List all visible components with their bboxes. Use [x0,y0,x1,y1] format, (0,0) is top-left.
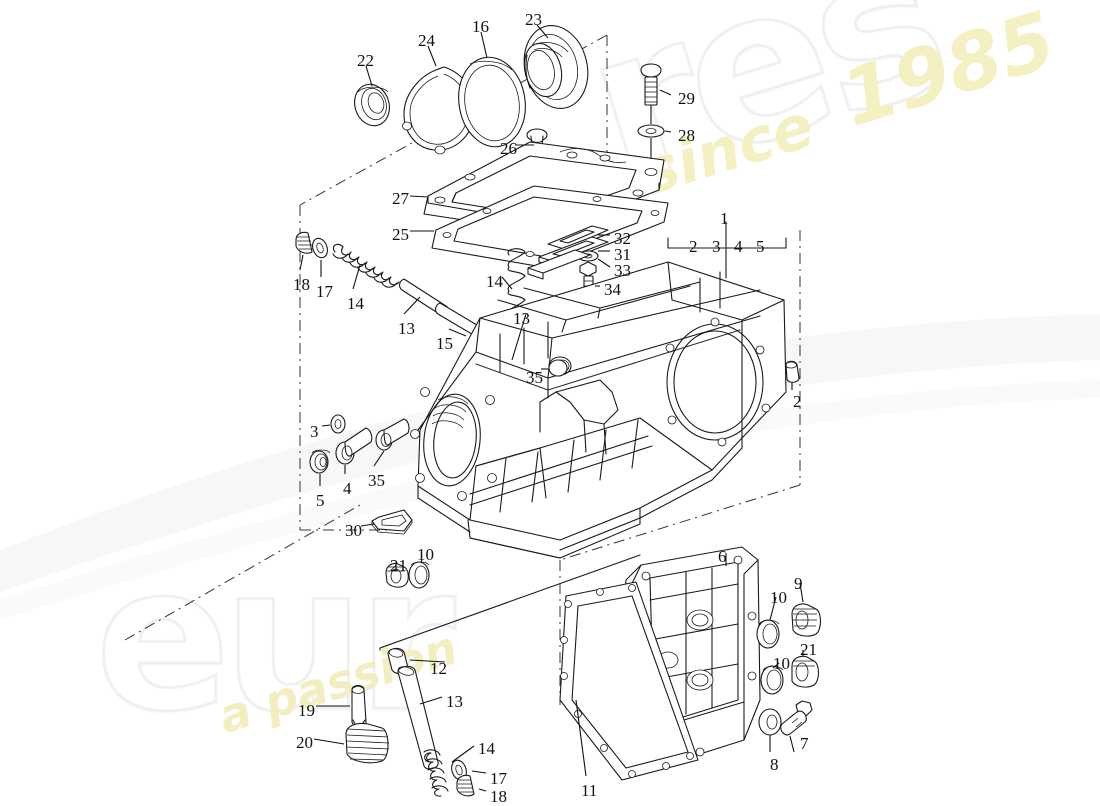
callout-20[interactable]: 20 [296,733,313,752]
callout-9[interactable]: 9 [794,574,803,593]
leader-lines [300,25,803,791]
callout-29[interactable]: 29 [678,89,695,108]
callout-5[interactable]: 5 [316,491,325,510]
part-18b-plug [457,775,474,795]
callout-14[interactable]: 14 [347,294,364,313]
part-16-o-ring [452,52,531,151]
part-4-bushing [336,428,372,464]
part-29-bolt [641,64,661,105]
group-header-bracket [668,222,786,278]
callout-13[interactable]: 13 [398,319,415,338]
part-7-bolt [781,701,812,735]
part-14a-spring [333,244,399,287]
part-21a-plug [386,563,408,587]
part-32-plate [548,226,608,249]
part-23-bearing [516,19,596,116]
part-14c-spring [424,750,448,796]
part-10b-ring [757,620,779,648]
callout-8[interactable]: 8 [770,755,779,774]
callout-22[interactable]: 22 [357,51,374,70]
group-number-1: 1 [720,209,729,228]
part-9-plug [792,604,821,636]
callout-11[interactable]: 11 [581,781,598,800]
callout-6[interactable]: 6 [718,547,727,566]
callout-10[interactable]: 10 [773,654,790,673]
part-5-ring [310,450,330,473]
callout-21[interactable]: 21 [390,556,407,575]
group-number-4: 4 [734,237,743,256]
part-18-plug [296,232,313,253]
part-17-washer [310,236,330,260]
part-2-dowel [786,361,800,382]
part-13c-rail [397,665,438,769]
part-8-washer [759,709,781,735]
callout-21[interactable]: 21 [800,640,817,659]
callout-23[interactable]: 23 [525,10,542,29]
callout-7[interactable]: 7 [800,734,809,753]
lead-7 [790,736,794,752]
part-21b-plug [792,656,819,687]
part-10c-ring [761,666,783,694]
callout-18[interactable]: 18 [293,275,310,294]
part-31-plate [539,237,608,267]
callout-33[interactable]: 33 [614,261,631,280]
callout-32[interactable]: 32 [614,229,631,248]
callout-14[interactable]: 14 [478,739,495,758]
lead-11 [576,700,586,776]
callout-19[interactable]: 19 [298,701,315,720]
part-1-transmission-housing [411,262,787,558]
callout-28[interactable]: 28 [678,126,695,145]
callout-31[interactable]: 31 [614,245,631,264]
callout-10[interactable]: 10 [417,545,434,564]
callout-13[interactable]: 13 [513,309,530,328]
callout-17[interactable]: 17 [490,769,507,788]
callout-14[interactable]: 14 [486,272,503,291]
callout-3[interactable]: 3 [310,422,319,441]
callout-25[interactable]: 25 [392,225,409,244]
callout-35[interactable]: 35 [526,368,543,387]
part-3-ring [331,415,345,433]
group-number-3: 3 [712,237,721,256]
group-boundary-spring-13 [380,555,640,650]
callout-30[interactable]: 30 [345,521,362,540]
group-boundary-lower-left [125,505,360,640]
part-31-side [528,250,590,279]
part-25-gasket [432,186,668,268]
part-10a-ring [409,562,429,588]
callout-13[interactable]: 13 [446,692,463,711]
callout-17[interactable]: 17 [316,282,333,301]
part-28-washer [638,125,664,137]
callout-18[interactable]: 18 [490,787,507,806]
callout-26[interactable]: 26 [500,139,517,158]
callout-35[interactable]: 35 [368,471,385,490]
part-22-seal [349,80,394,130]
part-11-gasket [560,582,698,780]
part-20-spring-screw [346,723,389,762]
callout-10[interactable]: 10 [770,588,787,607]
callout-2[interactable]: 2 [793,392,802,411]
callout-12[interactable]: 12 [430,659,447,678]
callout-16[interactable]: 16 [472,17,489,36]
part-35-bushing [376,419,409,450]
group-number-5: 5 [756,237,765,256]
callout-15[interactable]: 15 [436,334,453,353]
group-number-2: 2 [689,237,698,256]
callout-27[interactable]: 27 [392,189,409,208]
callout-34[interactable]: 34 [604,280,621,299]
callout-24[interactable]: 24 [418,31,435,50]
callout-4[interactable]: 4 [343,479,352,498]
